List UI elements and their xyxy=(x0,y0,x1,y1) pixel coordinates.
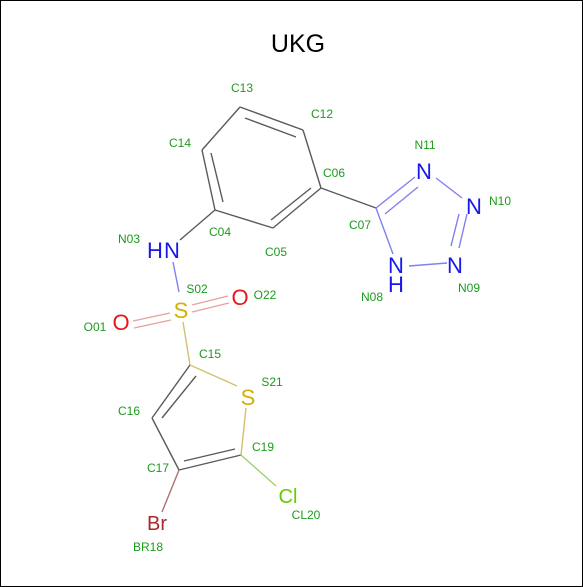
element-s02: S xyxy=(174,298,189,323)
element-o01: O xyxy=(112,310,129,335)
bond-n11-n10 xyxy=(435,177,463,199)
bond-s02-o22-a xyxy=(191,295,229,306)
bond-c06-c05 xyxy=(272,187,322,229)
element-n10: N xyxy=(466,194,482,219)
element-n09: N xyxy=(447,253,463,278)
atom-label-n09: N09 xyxy=(458,281,480,295)
atom-label-c13: C13 xyxy=(231,81,253,95)
element-br18: Br xyxy=(147,513,167,535)
element-n03-hydrogen: H xyxy=(147,238,163,263)
bond-c17-c19-inner xyxy=(183,448,236,462)
bond-n10-n09-inner xyxy=(450,213,460,247)
atom-label-c14: C14 xyxy=(169,136,191,150)
bond-c14-c13 xyxy=(201,106,241,151)
atom-labels: C13 C12 C14 C06 N11 N10 N03 C04 C05 C07 … xyxy=(84,81,512,554)
bond-c07-n11-inner xyxy=(384,186,419,215)
bond-c07-n08 xyxy=(375,207,394,255)
tetrazole-ring-bonds xyxy=(375,176,468,267)
bond-c12-c06 xyxy=(302,129,322,189)
atom-label-br18: BR18 xyxy=(133,540,163,554)
bond-c06-c05-inner xyxy=(270,187,312,221)
atom-label-c05: C05 xyxy=(265,245,287,259)
atom-label-n10: N10 xyxy=(489,194,511,208)
atom-label-n03: N03 xyxy=(118,232,140,246)
bond-c16-c17 xyxy=(151,417,180,471)
bond-c17-br18 xyxy=(161,469,180,513)
sulfonyl-bonds xyxy=(132,295,230,329)
diagram-title: UKG xyxy=(271,30,325,58)
element-cl20: Cl xyxy=(279,486,298,508)
atom-label-c19: C19 xyxy=(252,440,274,454)
atom-label-s21: S21 xyxy=(261,375,283,389)
element-n08-hydrogen: H xyxy=(388,272,404,297)
thiophene-ring-bonds xyxy=(151,364,247,471)
atom-label-o22: O22 xyxy=(254,288,277,302)
bond-c15-s21 xyxy=(189,364,238,387)
benzene-ring-bonds xyxy=(201,106,377,229)
bond-c17-c19 xyxy=(178,454,242,471)
bond-c15-c16 xyxy=(151,364,191,419)
bond-n09-n08 xyxy=(408,262,448,267)
bond-c05-c04 xyxy=(214,209,274,229)
atom-label-c17: C17 xyxy=(147,461,169,475)
bond-s02-c15 xyxy=(182,321,191,366)
bond-c13-c12 xyxy=(239,106,304,131)
bond-c04-c14-inner xyxy=(210,152,224,203)
atom-label-s02: S02 xyxy=(186,282,208,296)
atom-label-c12: C12 xyxy=(311,107,333,121)
atom-label-cl20: CL20 xyxy=(292,508,321,522)
atom-label-c07: C07 xyxy=(349,218,371,232)
atom-label-n08: N08 xyxy=(361,290,383,304)
atom-label-n11: N11 xyxy=(414,138,435,152)
bond-c06-c07 xyxy=(320,187,377,209)
element-n08-nitrogen: N xyxy=(388,253,404,278)
bond-c04-n03 xyxy=(179,209,216,241)
bond-n10-n09 xyxy=(458,213,468,249)
bond-c15-c16-inner xyxy=(161,375,197,419)
element-s21: S xyxy=(241,385,256,410)
atom-label-c15: C15 xyxy=(199,347,221,361)
atom-label-c04: C04 xyxy=(209,225,231,239)
element-n11: N xyxy=(416,159,432,184)
element-n03-nitrogen: N xyxy=(164,238,180,263)
bond-s02-o22-b xyxy=(191,302,230,313)
bond-s21-c19 xyxy=(240,407,247,456)
bond-n03-s02 xyxy=(172,261,180,293)
bond-s02-o01-b xyxy=(133,319,172,329)
bond-c07-n11 xyxy=(375,176,416,209)
atom-label-c06: C06 xyxy=(323,166,345,180)
bond-c13-c12-inner xyxy=(244,117,297,138)
element-o22: O xyxy=(231,285,248,310)
atom-label-c16: C16 xyxy=(118,404,140,418)
bond-s02-o01-a xyxy=(132,312,171,322)
bond-c04-c14 xyxy=(201,149,216,211)
bond-c19-cl20 xyxy=(240,454,277,487)
atom-label-o01: O01 xyxy=(84,320,107,334)
